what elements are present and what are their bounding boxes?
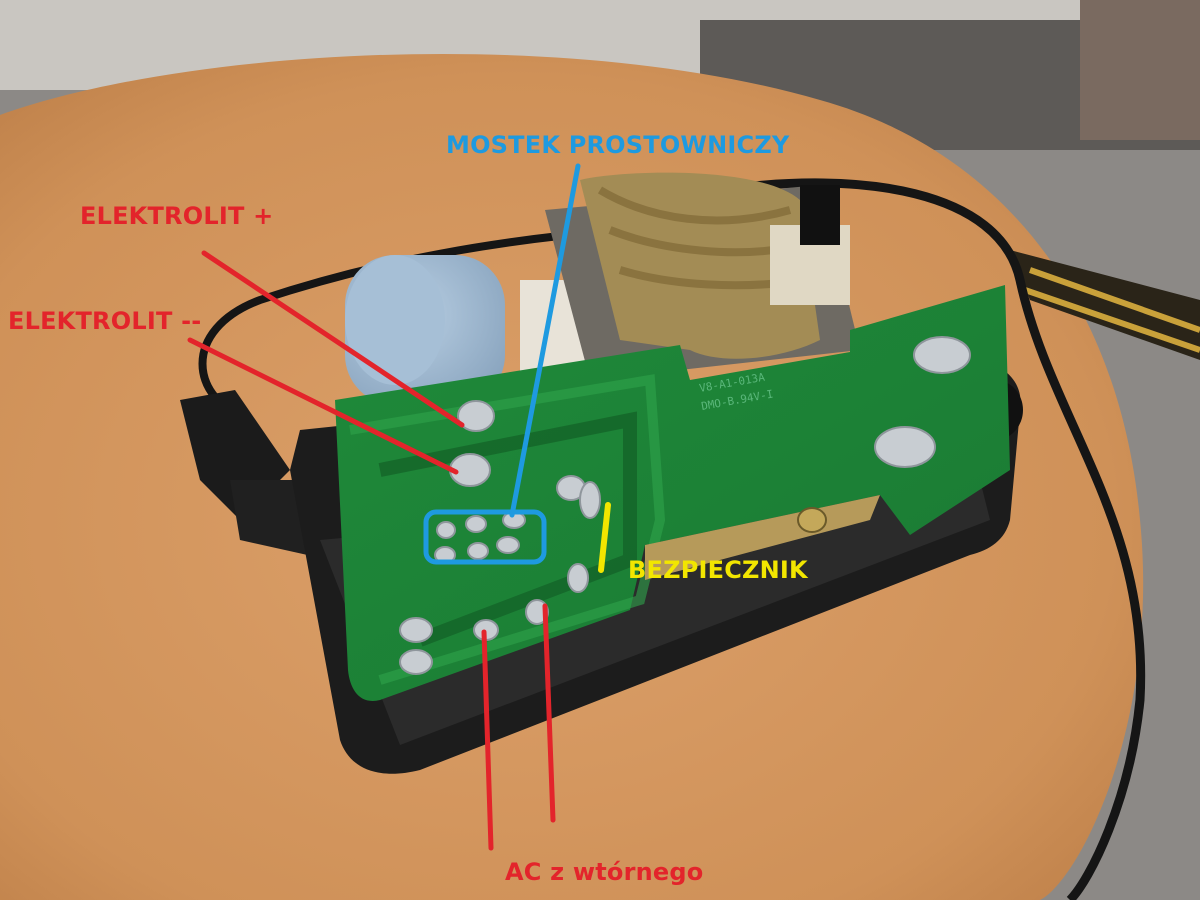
- solder-joint: [457, 400, 495, 432]
- ac-z-wtornego-label: AC z wtórnego: [505, 858, 704, 886]
- mostek-highlight-box: [423, 509, 547, 565]
- elektrolit-plus-label: ELEKTROLIT +: [80, 202, 274, 230]
- solder-joint: [465, 515, 487, 533]
- bezpiecznik-marker-line: [598, 502, 611, 573]
- elektrolit-minus-pointer-line: [187, 337, 459, 475]
- ac-pointer-line-right: [542, 603, 556, 823]
- pcb-board: [335, 285, 1010, 701]
- screwdrivers: [1010, 250, 1200, 360]
- ac-pointer-line-left: [481, 629, 494, 851]
- solder-joint: [874, 426, 936, 468]
- mostek-prostowniczy-label: MOSTEK PROSTOWNICZY: [446, 131, 790, 159]
- solder-joint: [467, 542, 489, 560]
- chair-leg-background: [1080, 0, 1200, 140]
- screw-head: [797, 507, 827, 533]
- transformer: [520, 172, 860, 380]
- solder-joint: [496, 536, 520, 554]
- elektrolit-minus-label: ELEKTROLIT --: [8, 307, 202, 335]
- solder-joint: [399, 617, 433, 643]
- solder-joint: [567, 563, 589, 593]
- mostek-pointer-line: [509, 163, 581, 518]
- solder-joint: [913, 336, 971, 374]
- solder-joint: [436, 521, 456, 539]
- elektrolit-plus-pointer-line: [201, 250, 465, 428]
- power-cable-left: [198, 226, 621, 424]
- solder-joints: [399, 336, 971, 675]
- power-cable: [719, 178, 1146, 900]
- solder-joint: [579, 481, 601, 519]
- electrolytic-capacitor: [345, 255, 505, 405]
- solder-joint: [399, 649, 433, 675]
- bezpiecznik-label: BEZPIECZNIK: [628, 556, 808, 584]
